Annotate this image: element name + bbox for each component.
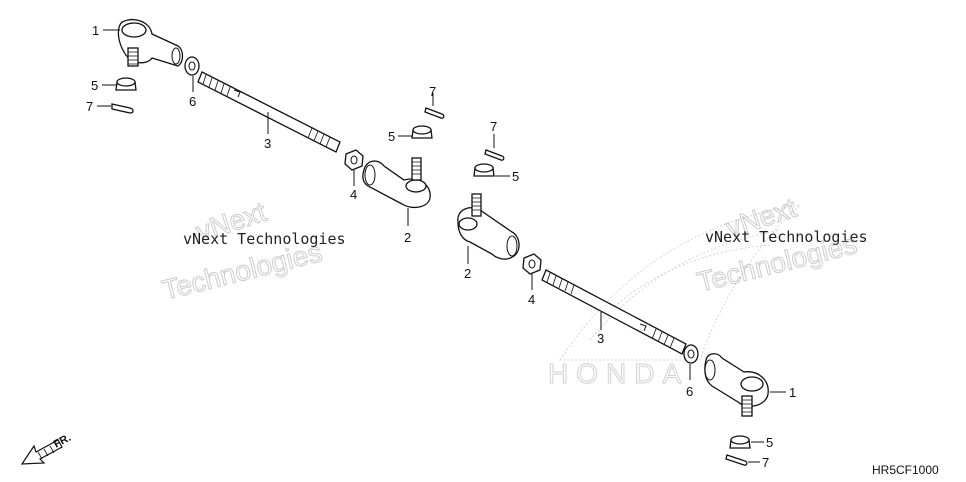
- callout-1-left: 1: [92, 23, 99, 38]
- callout-5-center-left: 5: [388, 129, 395, 144]
- castle-nut-center-right: [473, 163, 495, 177]
- washer-right: [683, 344, 699, 364]
- diagram-code: HR5CF1000: [872, 463, 939, 477]
- cotter-pin-right: [725, 454, 748, 466]
- callout-5-center-right: 5: [512, 169, 519, 184]
- callout-5-left: 5: [91, 78, 98, 93]
- callout-2-right: 2: [464, 266, 471, 281]
- direction-label: FR.: [52, 432, 73, 451]
- lock-nut-right: [522, 253, 542, 275]
- tie-rod-left: [197, 71, 341, 153]
- callout-1-right: 1: [789, 385, 796, 400]
- callout-7-center-left: 7: [429, 84, 436, 99]
- callout-6-left: 6: [189, 94, 196, 109]
- tie-rod-end-right-outer: [704, 353, 769, 417]
- tie-rod-right: [541, 269, 687, 355]
- callout-7-right: 7: [762, 455, 769, 470]
- castle-nut-right: [729, 435, 751, 449]
- cotter-pin-center-right: [484, 149, 505, 161]
- cotter-pin-left: [111, 103, 134, 114]
- washer-left: [184, 56, 200, 76]
- callout-6-right: 6: [686, 384, 693, 399]
- watermark-text-right: vNext Technologies: [705, 228, 868, 246]
- front-direction-arrow-icon: [20, 439, 63, 465]
- callout-3-left: 3: [264, 136, 271, 151]
- honda-brand-watermark: HONDA: [548, 358, 689, 389]
- callout-7-center-right: 7: [490, 119, 497, 134]
- callout-4-right: 4: [528, 292, 535, 307]
- watermark-text-left: vNext Technologies: [183, 230, 346, 248]
- tie-rod-end-left-inner: [362, 157, 431, 209]
- tie-rod-end-left-outer: [117, 19, 184, 67]
- castle-nut-left: [115, 77, 137, 91]
- callout-2-left: 2: [404, 230, 411, 245]
- callout-4-left: 4: [350, 187, 357, 202]
- cotter-pin-center-left: [424, 107, 445, 119]
- castle-nut-center-left: [411, 125, 433, 139]
- honda-wing-watermark: [559, 204, 802, 361]
- callout-5-right: 5: [766, 435, 773, 450]
- lock-nut-left: [344, 149, 364, 171]
- callout-3-right: 3: [597, 331, 604, 346]
- tie-rod-end-right-inner: [457, 193, 520, 260]
- callout-7-left: 7: [86, 99, 93, 114]
